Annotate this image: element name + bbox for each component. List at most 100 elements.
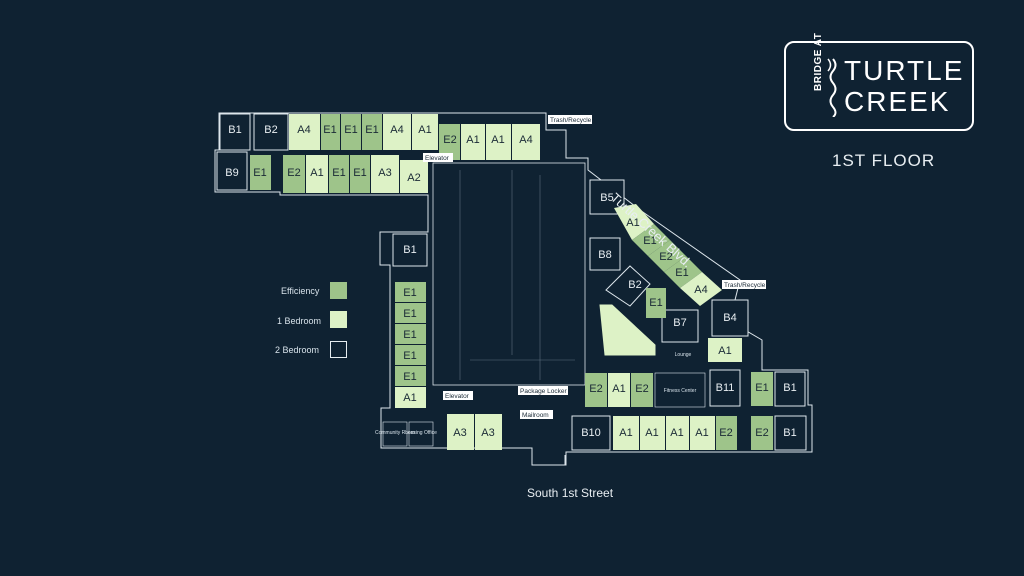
unit-se-1 [613,416,639,450]
legend-efficiency-swatch [330,282,347,299]
trash-tag-2 [722,280,766,289]
unit-west-6 [395,387,426,408]
community-room [382,421,408,447]
unit-label: B4 [723,312,736,324]
unit-label: B10 [581,427,601,439]
unit-label: E1 [675,267,688,279]
unit-row2-4 [329,155,349,193]
unit-em-4 [751,372,773,406]
unit-row1-11 [512,124,540,160]
unit-label: A3 [481,427,494,439]
unit-row1-6 [383,114,411,150]
unit-label: E1 [344,124,357,136]
building-outline [214,112,813,466]
unit-label: B2 [264,124,277,136]
legend-two-bedroom-swatch [330,341,347,358]
unit-west-1 [395,282,426,302]
unit-label: E1 [403,371,416,383]
inner-units [589,237,749,343]
wave-icon [827,58,837,117]
diagonal-units [589,179,722,306]
unit-row1-7 [412,114,438,150]
unit-label: Package Locker [520,388,567,395]
parking-garage [432,162,586,386]
unit-label: E1 [755,382,768,394]
unit-row1-3 [321,114,340,150]
courtyard [599,304,656,356]
unit-label: A1 [619,427,632,439]
unit-label: A4 [390,124,403,136]
unit-label: Trash/Recycle [724,282,766,289]
elevator-tag-1 [423,153,453,162]
unit-label: E1 [403,287,416,299]
unit-label: E2 [719,427,732,439]
unit-label: E2 [659,251,672,263]
unit-row1-9 [461,124,485,160]
unit-inner-4 [711,299,749,337]
unit-row2-2 [283,155,305,193]
unit-em-5 [774,371,806,407]
unit-label: A1 [626,217,639,229]
mailroom-tag [520,410,553,419]
unit-label: E2 [755,427,768,439]
unit-label: E1 [649,297,662,309]
unit-label: E1 [253,167,266,179]
unit-em-3 [709,369,741,407]
unit-em-0 [585,373,607,407]
unit-label: Mailroom [522,412,549,419]
trash-tag-1 [548,115,592,124]
unit-label: A4 [519,134,532,146]
unit-label: A1 [695,427,708,439]
unit-label: E1 [323,124,336,136]
unit-label: E2 [635,383,648,395]
unit-label: E1 [643,235,656,247]
unit-se-7 [774,415,807,451]
unit-label: A1 [718,345,731,357]
row1-labels: B1 B2 A4 E1 E1 E1 A4 A1 E2 A1 A1 A4 [228,124,532,146]
unit-row1-0 [219,113,251,151]
legend-one-bedroom-label: 1 Bedroom [277,316,322,326]
unit-label: Leasing Office [405,430,437,436]
parking-stalls [459,170,575,380]
west-labels: B1 E1 E1 E1 E1 E1 A1 [403,244,416,404]
unit-se-5 [716,416,737,450]
unit-label: B1 [783,427,796,439]
west-units [392,233,428,408]
southeast-units [571,415,807,451]
unit-label: A1 [491,134,504,146]
elevator-tag-2 [443,391,473,400]
unit-label: A3 [453,427,466,439]
unit-em-2 [631,373,653,407]
unit-label: A4 [694,284,707,296]
logo-creek: CREEK [844,86,951,117]
unit-em-1 [608,373,630,407]
unit-row1-5 [362,114,382,150]
unit-sw-1 [475,414,502,450]
eastmid-units [585,369,806,408]
unit-diag-4 [664,256,702,288]
unit-label: A4 [297,124,310,136]
unit-diag-2 [632,224,670,256]
unit-row2-6 [371,155,399,193]
unit-west-3 [395,324,426,344]
unit-label: E2 [287,167,300,179]
unit-label: Fitness Center [664,388,697,394]
unit-label: E2 [589,383,602,395]
unit-row2-1 [250,155,271,190]
unit-label: Community Room [375,430,415,436]
unit-label: B1 [228,124,241,136]
unit-label: E1 [332,167,345,179]
unit-label: B7 [673,317,686,329]
unit-west-5 [395,366,426,386]
unit-inner-5 [708,338,742,362]
unit-label: E1 [403,308,416,320]
unit-diag-3 [648,240,686,272]
logo-bridge-at: BRIDGE AT [813,32,824,91]
unit-inner-2 [646,288,666,318]
unit-label: B1 [403,244,416,256]
unit-row2-5 [350,155,370,193]
unit-se-6 [751,416,773,450]
unit-row2-7 [400,160,428,193]
row2-labels: B9 E1 E2 A1 E1 E1 A3 A2 [225,167,420,184]
legend-two-bedroom-label: 2 Bedroom [275,345,320,355]
